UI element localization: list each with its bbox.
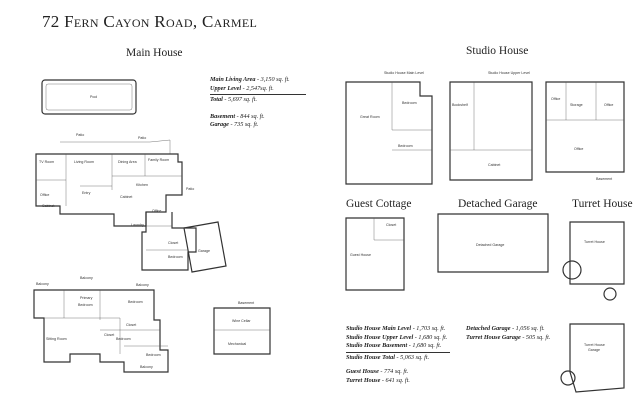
primary-label: Primary <box>80 296 93 300</box>
closet-label: Closet <box>126 323 136 327</box>
studio-house-stats: Studio House Main Level - 1,703 sq. ft. … <box>346 325 450 386</box>
garage-label: Garage <box>588 348 600 352</box>
studio-upper-plan: Studio House Upper Level Bookshelf Cabin… <box>449 71 533 181</box>
studio-main-plan: Studio House Main Level Great Room Bedro… <box>345 71 433 185</box>
turret-house-label: Turret House <box>584 343 605 347</box>
section-heading-detached-garage: Detached Garage <box>458 198 538 210</box>
closet-label: Closet <box>168 241 178 245</box>
office-label: Office <box>152 209 161 213</box>
stats-divider <box>346 351 450 353</box>
storage-label: Storage <box>570 103 583 107</box>
great-room-label: Great Room <box>360 115 380 119</box>
stat-studio-basement: Studio House Basement - 1,680 sq. ft. <box>346 342 442 350</box>
bedroom-label: Bedroom <box>128 300 143 304</box>
cabinet-label: Cabinet <box>42 204 54 208</box>
entry-label: Entry <box>82 191 91 195</box>
section-heading-turret-house: Turret House <box>572 198 633 210</box>
basement-plan: Basement Wine Cellar Mechanical <box>213 301 271 355</box>
tv-room-label: TV Room <box>39 160 54 164</box>
studio-basement-plan: Office Storage Office Office Basement <box>545 81 625 181</box>
sitting-room-label: Sitting Room <box>46 337 67 341</box>
stat-detached-garage: Detached Garage - 1,056 sq. ft. <box>466 325 545 332</box>
studio-main-level-label: Studio House Main Level <box>384 71 424 75</box>
stat-turret-house: Turret House - 641 sq. ft. <box>346 376 410 384</box>
office-label: Office <box>40 193 49 197</box>
cabinet-label: Cabinet <box>120 195 132 199</box>
dining-area-label: Dining Area <box>118 160 137 164</box>
patio-label: Patio <box>186 187 194 191</box>
bedroom-label: Bedroom <box>146 353 161 357</box>
studio-upper-level-label: Studio House Upper Level <box>488 71 530 75</box>
stat-upper-level: Upper Level - 2,547sq. ft. <box>210 84 274 92</box>
detached-garage-label: Detached Garage <box>476 243 504 247</box>
bedroom-label: Bedroom <box>78 303 93 307</box>
patio-label: Patio <box>76 133 84 137</box>
stat-studio-total: Studio House Total - 5,063 sq. ft. <box>346 353 430 361</box>
living-room-label: Living Room <box>74 160 94 164</box>
balcony-label: Balcony <box>136 283 149 287</box>
mechanical-label: Mechanical <box>228 342 246 346</box>
closet-label: Closet <box>386 223 396 227</box>
main-house-stats: Main Living Area - 3,150 sq. ft. Upper L… <box>210 76 306 130</box>
cabinet-label: Cabinet <box>488 163 500 167</box>
closet-label: Closet <box>104 333 114 337</box>
turret-house-plan: Turret House <box>562 221 625 301</box>
page-title: 72 Fern Cayon Road, Carmel <box>42 12 258 31</box>
stat-guest-house: Guest House - 774 sq. ft. <box>346 368 409 376</box>
stats-divider <box>210 94 306 96</box>
garage-stats: Detached Garage - 1,056 sq. ft. Turret H… <box>466 325 550 342</box>
section-heading-main-house: Main House <box>126 47 183 59</box>
stat-studio-upper: Studio House Upper Level - 1,680 sq. ft. <box>346 333 448 341</box>
garage-label: Garage <box>198 249 210 253</box>
stat-main-living: Main Living Area - 3,150 sq. ft. <box>210 76 290 83</box>
bedroom-label: Bedroom <box>116 337 131 341</box>
patio-label: Patio <box>138 136 146 140</box>
pool-label: Pool <box>90 95 97 99</box>
stat-garage: Garage - 735 sq. ft. <box>210 121 259 129</box>
main-level-plan: Patio Patio Patio TV Room Living Room Di… <box>35 133 227 273</box>
turret-garage-plan: Turret House Garage <box>560 323 625 393</box>
office-label: Office <box>574 147 583 151</box>
section-heading-guest-cottage: Guest Cottage <box>346 198 412 210</box>
balcony-label: Balcony <box>140 365 153 369</box>
detached-garage-plan: Detached Garage <box>437 213 549 273</box>
guest-cottage-plan: Closet Guest House <box>345 217 405 291</box>
family-room-label: Family Room <box>148 158 169 162</box>
upper-level-plan: Balcony Balcony Balcony Primary Bedroom … <box>33 276 169 373</box>
stat-basement: Basement - 844 sq. ft. <box>210 112 265 120</box>
basement-label: Basement <box>238 301 254 305</box>
turret-house-label: Turret House <box>584 240 605 244</box>
bedroom-label: Bedroom <box>402 101 417 105</box>
balcony-label: Balcony <box>36 282 49 286</box>
bookshelf-label: Bookshelf <box>452 103 468 107</box>
pool-plan: Pool <box>41 79 137 115</box>
guest-house-label: Guest House <box>350 253 371 257</box>
stat-total: Total - 5,697 sq. ft. <box>210 96 258 104</box>
wine-cellar-label: Wine Cellar <box>232 319 251 323</box>
office-label: Office <box>551 97 560 101</box>
office-label: Office <box>604 103 613 107</box>
bedroom-label: Bedroom <box>398 144 413 148</box>
balcony-label: Balcony <box>80 276 93 280</box>
section-heading-studio-house: Studio House <box>466 45 529 57</box>
stat-studio-main: Studio House Main Level - 1,703 sq. ft. <box>346 325 446 332</box>
bedroom-label: Bedroom <box>168 255 183 259</box>
stat-turret-garage: Turret House Garage - 505 sq. ft. <box>466 333 551 341</box>
basement-label: Basement <box>596 177 612 181</box>
laundry-label: Laundry <box>131 223 144 227</box>
kitchen-label: Kitchen <box>136 183 148 187</box>
